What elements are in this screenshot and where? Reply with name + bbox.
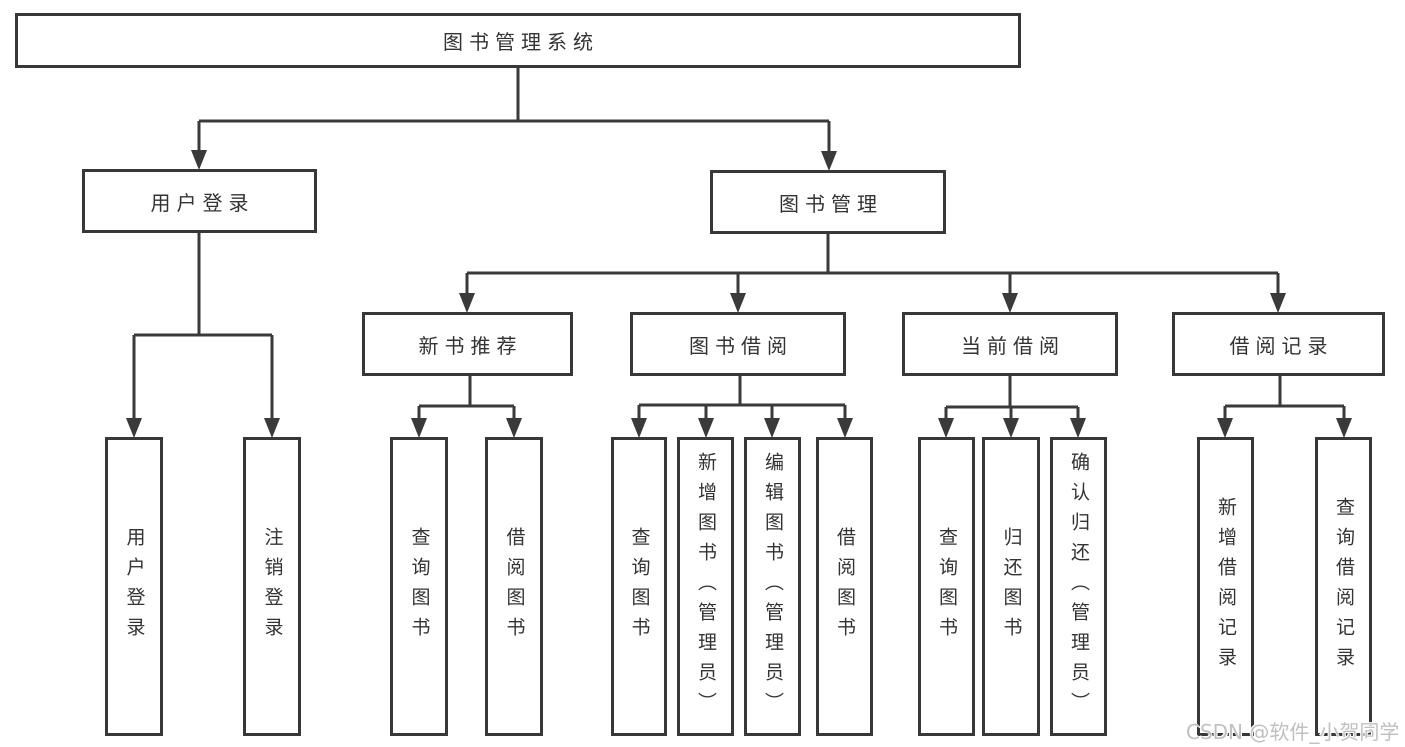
- node-label: 归还图书: [1000, 526, 1023, 647]
- node-book-borrowing: 图书借阅: [630, 312, 846, 376]
- node-label: 用户登录: [150, 190, 255, 215]
- csdn-watermark: CSDN @软件_小贺同学: [1186, 720, 1400, 744]
- node-borrow-edit-books-admin: 编辑图书（管理员）: [744, 437, 801, 736]
- node-label: 图书管理: [779, 191, 883, 216]
- node-borrow-borrow-books: 借阅图书: [816, 437, 873, 736]
- node-label: 借阅图书: [503, 526, 526, 647]
- node-book-management: 图书管理: [710, 170, 946, 234]
- node-current-confirm-return-admin: 确认归还（管理员）: [1050, 437, 1107, 736]
- node-newbook-borrow-books: 借阅图书: [485, 437, 543, 736]
- node-borrow-add-books-admin: 新增图书（管理员）: [677, 437, 734, 736]
- node-current-return-books: 归还图书: [982, 437, 1040, 736]
- node-label: 查询借阅记录: [1333, 496, 1355, 677]
- node-label: 编辑图书（管理员）: [762, 451, 784, 722]
- node-user-login-action: 用户登录: [105, 437, 163, 736]
- node-newbook-query-books: 查询图书: [390, 437, 448, 736]
- node-current-query-books: 查询图书: [918, 437, 975, 736]
- node-new-book-recommendation: 新书推荐: [362, 312, 573, 376]
- node-label: 用户登录: [123, 526, 146, 647]
- node-label: 查询图书: [408, 526, 431, 647]
- node-current-borrowing: 当前借阅: [902, 312, 1118, 376]
- node-record-add-borrow-record: 新增借阅记录: [1197, 437, 1254, 736]
- node-label: 图书管理系统: [443, 30, 599, 54]
- node-user-login: 用户登录: [82, 169, 317, 233]
- node-label: 当前借阅: [961, 333, 1065, 358]
- node-label: 新书推荐: [418, 333, 523, 358]
- node-label: 借阅记录: [1229, 333, 1334, 358]
- node-label: 确认归还（管理员）: [1068, 451, 1090, 722]
- node-library-management-system: 图书管理系统: [15, 13, 1021, 68]
- node-borrowing-records: 借阅记录: [1172, 312, 1385, 376]
- node-label: 注销登录: [261, 526, 284, 647]
- node-label: 新增借阅记录: [1215, 496, 1237, 677]
- node-label: 图书借阅: [689, 333, 793, 358]
- node-borrow-query-books: 查询图书: [611, 437, 667, 736]
- node-logout-action: 注销登录: [243, 437, 301, 736]
- node-label: 借阅图书: [834, 526, 856, 647]
- node-label: 查询图书: [628, 526, 651, 647]
- node-label: 新增图书（管理员）: [695, 451, 717, 722]
- node-label: 查询图书: [936, 526, 958, 647]
- node-record-query-borrow-record: 查询借阅记录: [1315, 437, 1372, 736]
